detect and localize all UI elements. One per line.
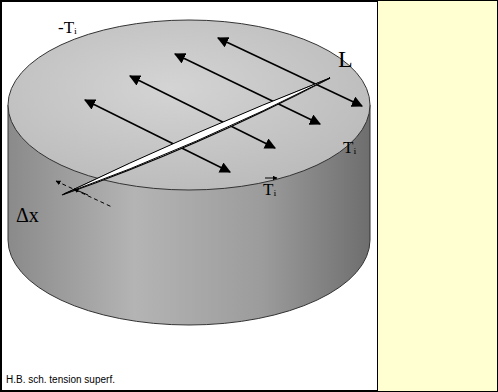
length-label: L	[338, 46, 353, 74]
slit-opening	[64, 78, 330, 194]
force-label: Tᵢ	[343, 138, 356, 158]
force-label: Tᵢ	[263, 180, 276, 200]
white-panel	[2, 2, 378, 391]
slit	[62, 78, 330, 195]
tension-arrows	[85, 38, 362, 172]
force-label: -Tᵢ	[58, 18, 77, 38]
vector-arrow	[265, 178, 277, 179]
cylinder-top	[8, 20, 370, 190]
caption: H.B. sch. tension superf.	[6, 374, 115, 386]
width-dimension-arrow	[74, 189, 88, 195]
width-label: Δx	[16, 204, 39, 227]
width-dimension	[56, 181, 112, 207]
